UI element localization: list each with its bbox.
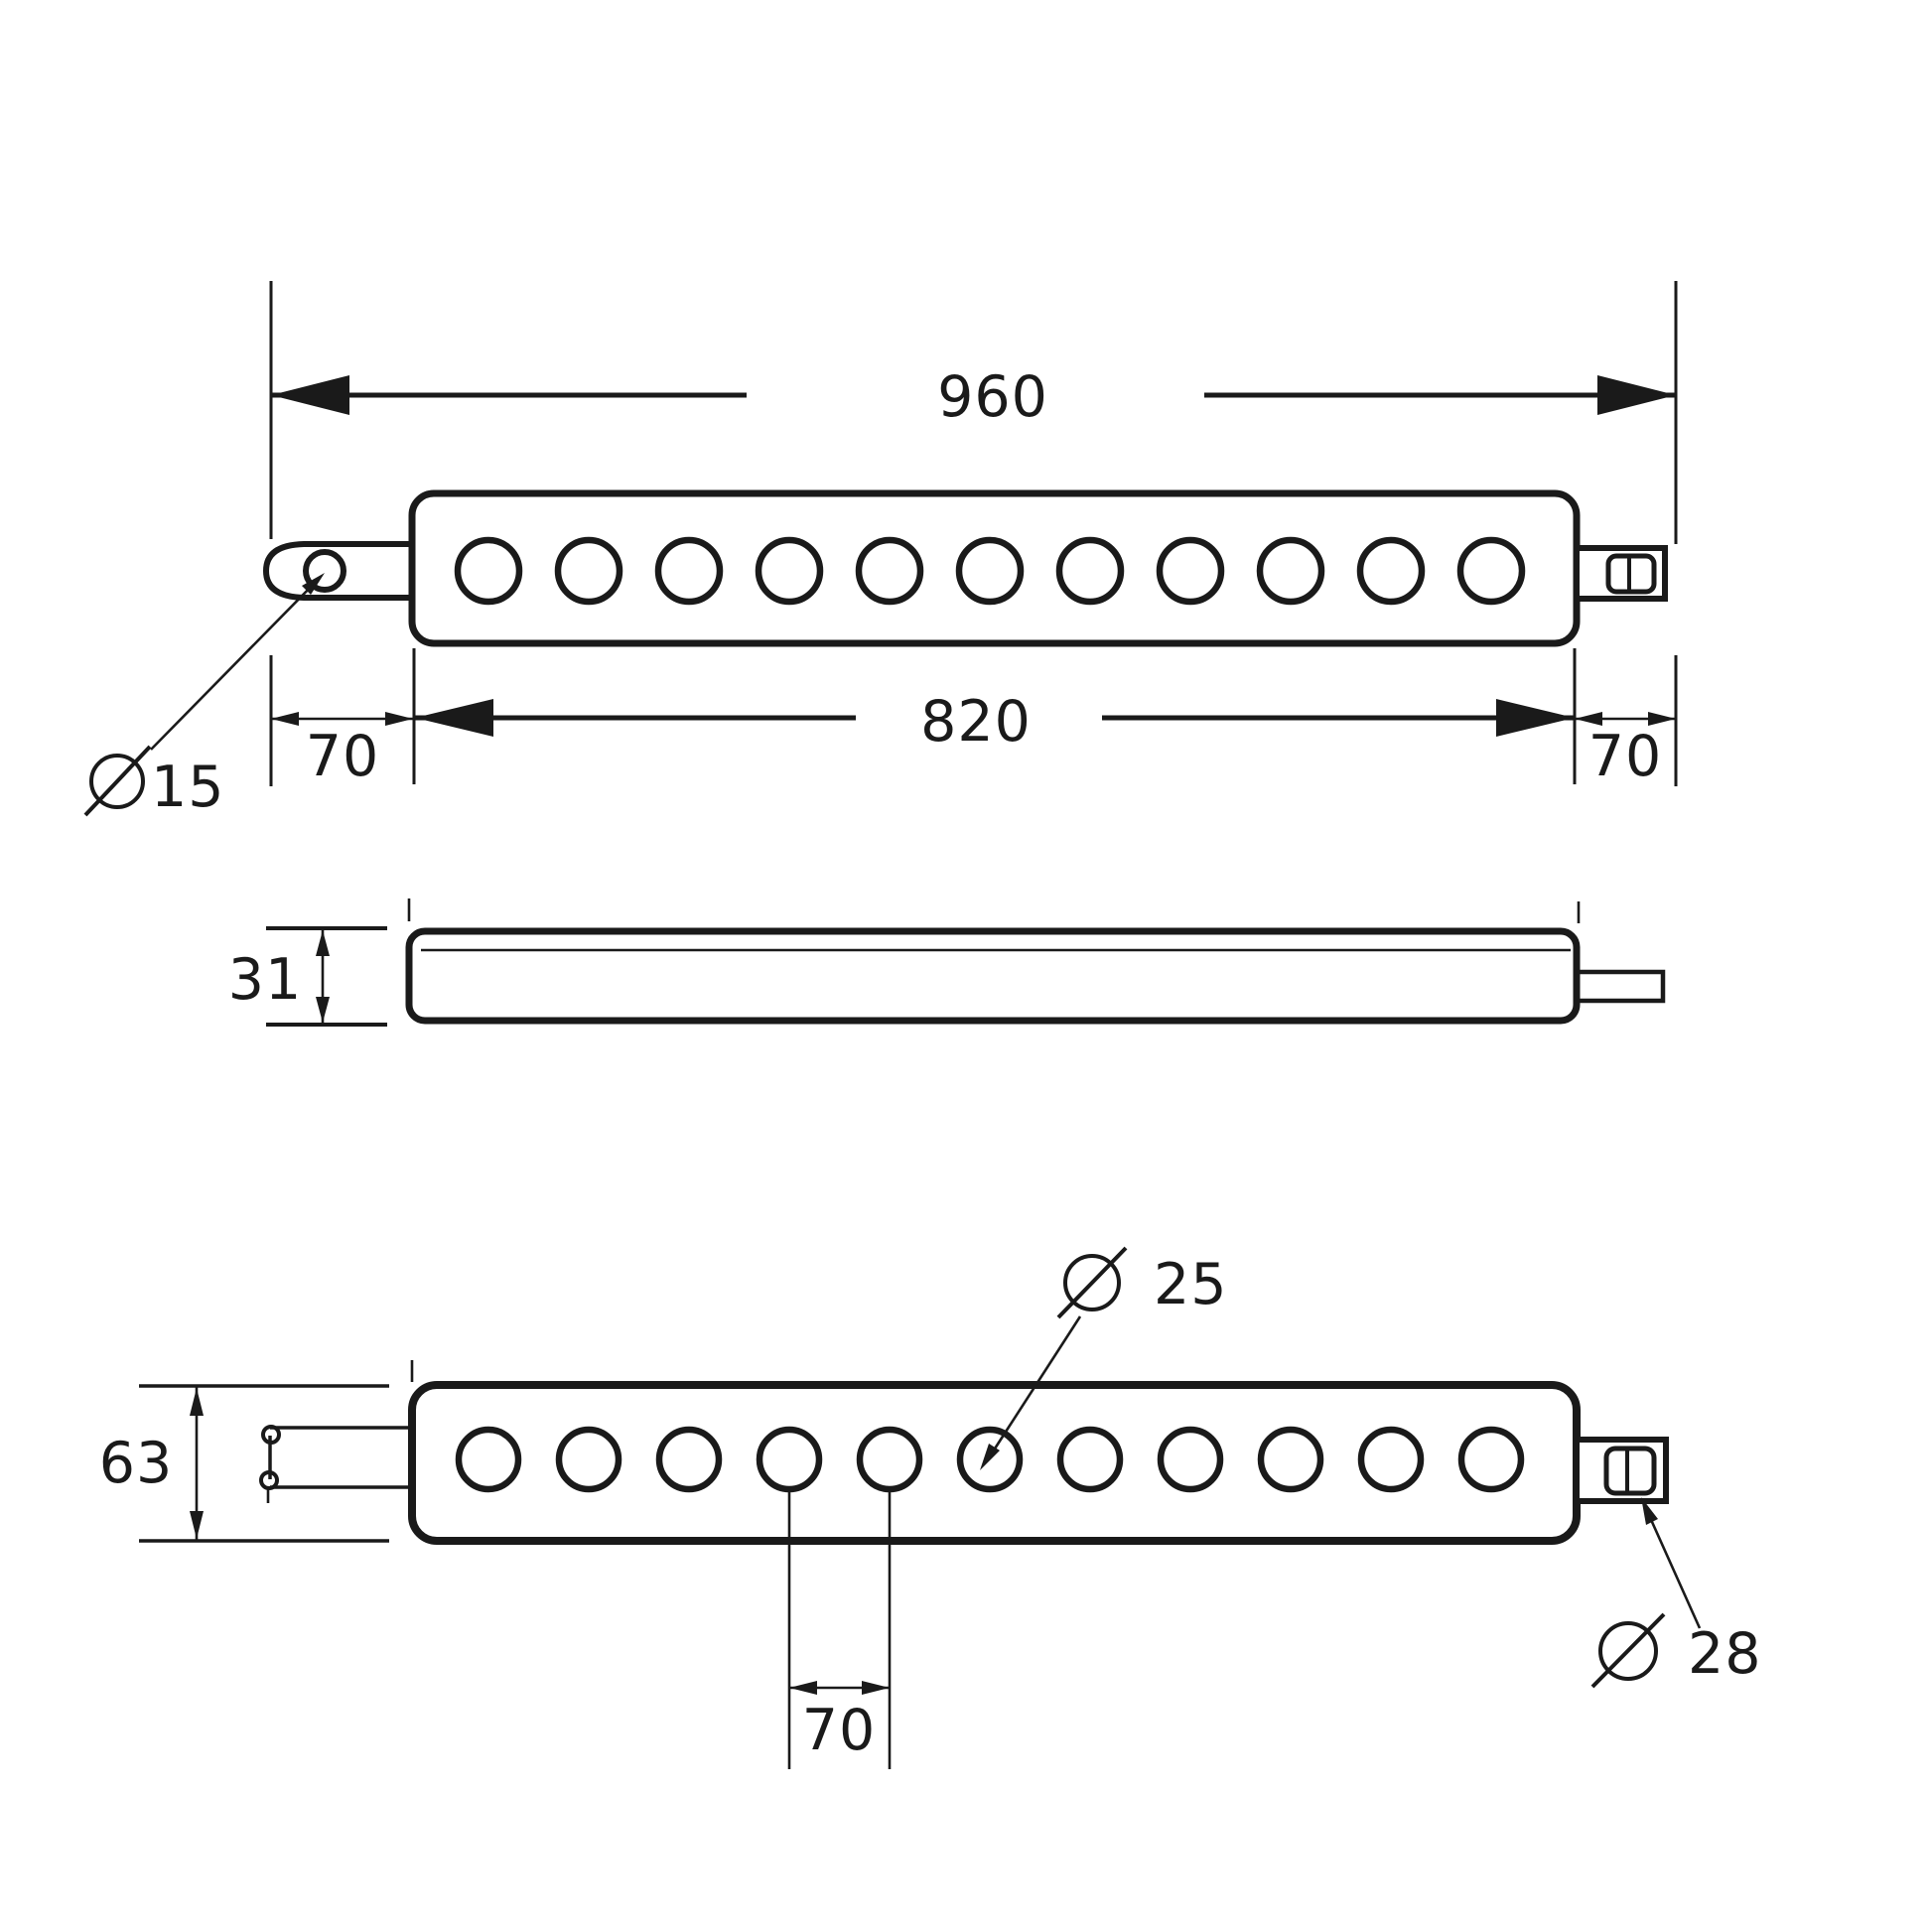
hole — [1357, 1426, 1425, 1493]
hole — [755, 536, 824, 606]
right-stub — [1574, 1437, 1669, 1504]
arrowhead-up — [316, 930, 330, 956]
leader-arrowhead — [302, 573, 325, 595]
dim-label-960: 960 — [937, 364, 1048, 430]
dim-label-820: 820 — [920, 689, 1032, 755]
hole — [454, 536, 523, 606]
dim-label-70-right: 70 — [1588, 724, 1663, 789]
dim-label-d25: 25 — [1154, 1252, 1228, 1317]
bar-edge-body — [405, 927, 1581, 1025]
left-stub — [262, 541, 412, 601]
hole — [1256, 536, 1325, 606]
hole-row — [454, 536, 1526, 606]
hole-row — [455, 1426, 1525, 1493]
dim-label-d15: 15 — [151, 755, 225, 820]
callout-end-pin: 28 — [1590, 1497, 1762, 1689]
dim-hole-pitch: 70 — [787, 1491, 892, 1769]
leader-line — [986, 1315, 1082, 1460]
right-stub-edge — [1574, 969, 1666, 1004]
right-stub — [1574, 545, 1668, 602]
hole — [1456, 536, 1526, 606]
callout-small-hole: 15 — [83, 573, 325, 820]
hole — [555, 1426, 622, 1493]
dim-offset-right: 70 — [1575, 712, 1676, 789]
stub-latch-detail — [1603, 1446, 1657, 1496]
arrowhead-left — [415, 699, 493, 737]
hole — [856, 1426, 923, 1493]
diameter-symbol-slash — [1590, 1612, 1666, 1689]
hole — [1157, 1426, 1224, 1493]
leader-line — [1646, 1512, 1702, 1629]
stub-hook — [261, 1425, 281, 1445]
dim-label-63: 63 — [99, 1431, 174, 1496]
top-view: 960 — [83, 281, 1678, 820]
hole — [855, 536, 924, 606]
hole — [1457, 1426, 1525, 1493]
hole — [1055, 536, 1125, 606]
leader-arrowhead — [980, 1444, 1000, 1470]
callout-main-hole: 25 — [980, 1246, 1228, 1470]
arrowhead — [862, 1681, 890, 1695]
dim-body-height: 63 — [99, 1384, 389, 1543]
dim-label-d28: 28 — [1688, 1621, 1762, 1687]
hole — [1257, 1426, 1324, 1493]
arrowhead-down — [316, 997, 330, 1023]
dim-body-length: 820 — [415, 689, 1575, 755]
dim-thickness: 31 — [228, 926, 387, 1027]
dim-overall-length: 960 — [271, 364, 1676, 430]
arrowhead — [1575, 712, 1602, 726]
arrowhead-down — [190, 1511, 204, 1539]
dim-label-70-left: 70 — [306, 724, 380, 789]
arrowhead — [385, 712, 413, 726]
hole — [756, 1426, 823, 1493]
hole — [955, 536, 1025, 606]
stub-pin-hole — [303, 549, 346, 593]
arrowhead-left — [271, 375, 349, 415]
arrowhead — [789, 1681, 817, 1695]
stub-latch-detail — [1605, 553, 1657, 595]
hole — [654, 536, 724, 606]
diameter-symbol — [1063, 1254, 1121, 1311]
hole — [1356, 536, 1426, 606]
dim-offset-left: 70 — [271, 712, 413, 789]
bottom-view: 63 70 25 28 — [99, 1246, 1762, 1769]
hole — [655, 1426, 723, 1493]
diameter-symbol-slash — [83, 745, 152, 817]
arrowhead — [271, 712, 299, 726]
diameter-symbol — [89, 754, 145, 809]
hole — [554, 536, 623, 606]
hole — [1056, 1426, 1124, 1493]
diameter-symbol-slash — [1056, 1246, 1128, 1319]
leader-arrowhead — [1641, 1497, 1658, 1525]
dim-label-31: 31 — [228, 947, 303, 1013]
diameter-symbol — [1598, 1621, 1658, 1681]
arrowhead-right — [1597, 375, 1676, 415]
hole — [1156, 536, 1225, 606]
side-view: 31 — [228, 898, 1666, 1027]
arrowhead — [1648, 712, 1676, 726]
hole — [455, 1426, 522, 1493]
arrowhead-up — [190, 1388, 204, 1416]
leader-line — [150, 579, 319, 751]
dim-label-70-pitch: 70 — [802, 1698, 877, 1763]
arrowhead-right — [1496, 699, 1575, 737]
